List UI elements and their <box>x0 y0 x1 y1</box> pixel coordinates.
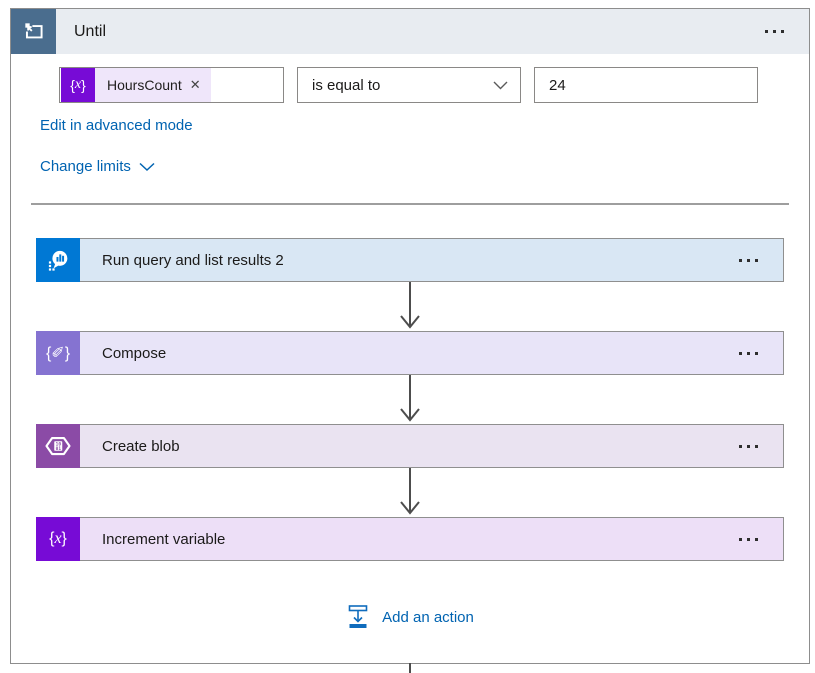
add-action-icon <box>348 605 368 628</box>
ellipsis-icon <box>765 30 768 33</box>
action-card-create-blob[interactable]: 10 01 Create blob <box>36 424 784 468</box>
chevron-down-icon <box>139 162 155 171</box>
action-card-compose[interactable]: {✐} Compose <box>36 331 784 375</box>
remove-token-button[interactable]: ✕ <box>189 77 201 92</box>
ellipsis-icon <box>739 258 742 262</box>
connector-arrow <box>36 375 784 424</box>
action-card-run-query[interactable]: Run query and list results 2 <box>36 238 784 282</box>
condition-operator-dropdown[interactable]: is equal to <box>297 67 521 103</box>
scope-divider <box>31 203 789 205</box>
operator-selected-value: is equal to <box>312 76 381 94</box>
add-action-button[interactable]: Add an action <box>36 604 784 630</box>
condition-value-field <box>534 67 758 103</box>
azure-monitor-logs-icon <box>36 238 80 282</box>
action-title: Create blob <box>102 437 180 455</box>
action-card-increment-variable[interactable]: {x} Increment variable <box>36 517 784 561</box>
variable-token[interactable]: {x} HoursCount ✕ <box>61 68 211 102</box>
until-header[interactable]: Until <box>11 9 809 54</box>
action-menu-button[interactable] <box>739 254 759 266</box>
connector-arrow <box>36 468 784 517</box>
until-scope-card: Until {x} HoursCount ✕ is equal to <box>10 8 810 664</box>
variable-token-label: HoursCount <box>107 77 182 93</box>
condition-value-input[interactable] <box>535 68 757 102</box>
variable-icon: {x} <box>36 517 80 561</box>
action-title: Compose <box>102 344 167 362</box>
scope-exit-connector <box>409 663 411 673</box>
compose-data-operation-icon: {✐} <box>36 331 80 375</box>
action-title: Run query and list results 2 <box>102 251 284 269</box>
edit-advanced-mode-link[interactable]: Edit in advanced mode <box>40 117 193 134</box>
action-menu-button[interactable] <box>739 440 759 452</box>
chevron-down-icon <box>493 81 508 89</box>
scope-title: Until <box>74 22 107 40</box>
change-limits-link[interactable]: Change limits <box>40 158 155 175</box>
variable-token-icon: {x} <box>61 68 95 102</box>
action-menu-button[interactable] <box>739 533 759 545</box>
loop-condition-row: {x} HoursCount ✕ is equal to <box>59 67 809 103</box>
until-menu-button[interactable] <box>765 26 785 38</box>
add-action-label: Add an action <box>382 608 474 626</box>
ellipsis-icon <box>739 537 742 541</box>
condition-left-operand-field[interactable]: {x} HoursCount ✕ <box>59 67 284 103</box>
svg-text:10: 10 <box>56 442 62 448</box>
ellipsis-icon <box>739 351 742 355</box>
blob-storage-icon: 10 01 <box>36 424 80 468</box>
until-loop-icon <box>11 9 56 54</box>
loop-body: Run query and list results 2 {✐} Compose <box>11 205 809 630</box>
action-title: Increment variable <box>102 530 226 548</box>
change-limits-label: Change limits <box>40 158 131 175</box>
ellipsis-icon <box>739 444 742 448</box>
svg-text:01: 01 <box>56 446 62 452</box>
action-menu-button[interactable] <box>739 347 759 359</box>
connector-arrow <box>36 282 784 331</box>
